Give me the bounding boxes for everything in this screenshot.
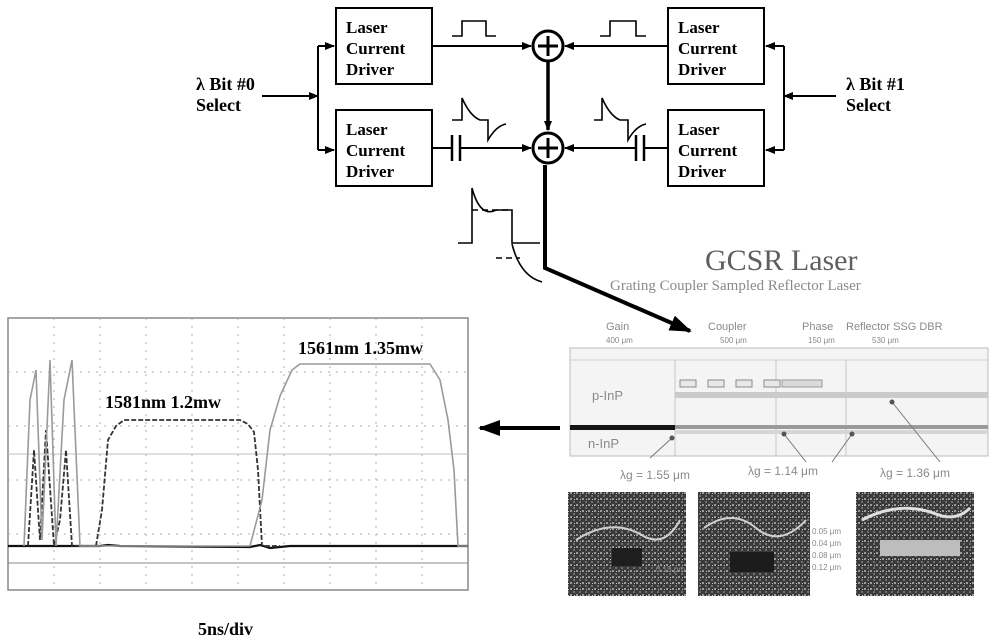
svg-text:Current: Current bbox=[678, 141, 738, 160]
pulse-waveform-left bbox=[452, 20, 496, 37]
svg-text:400 μm: 400 μm bbox=[606, 336, 633, 345]
micrograph-reflector bbox=[856, 492, 974, 596]
svg-text:Driver: Driver bbox=[346, 60, 395, 79]
svg-text:Driver: Driver bbox=[346, 162, 395, 181]
fork-left bbox=[262, 42, 335, 154]
svg-text:0.12 μm: 0.12 μm bbox=[812, 563, 841, 572]
laser-section-labels: Gain 400 μm Coupler 500 μm Phase 150 μm … bbox=[606, 321, 943, 345]
select-label-right: λ Bit #1 Select bbox=[846, 74, 905, 115]
svg-text:Select: Select bbox=[846, 95, 891, 115]
svg-text:λg = 1.55 μm: λg = 1.55 μm bbox=[620, 468, 690, 482]
micrograph-scale-label: 0.15 μm bbox=[656, 565, 685, 574]
capacitor-right bbox=[634, 135, 646, 161]
svg-text:Laser: Laser bbox=[346, 18, 388, 37]
svg-text:Current: Current bbox=[346, 39, 406, 58]
svg-text:Laser: Laser bbox=[346, 120, 388, 139]
svg-text:λ Bit #1: λ Bit #1 bbox=[846, 74, 905, 94]
micrograph-layer-labels: 0.05 μm 0.04 μm 0.08 μm 0.12 μm bbox=[812, 527, 841, 572]
scope-label-1561nm: 1561nm 1.35mw bbox=[298, 338, 423, 358]
driver-box-top-right: Laser Current Driver bbox=[667, 7, 765, 85]
svg-text:λg = 1.14 μm: λg = 1.14 μm bbox=[748, 464, 818, 478]
svg-text:Driver: Driver bbox=[678, 162, 727, 181]
connections-top bbox=[432, 42, 668, 131]
micrograph-gain bbox=[568, 492, 686, 596]
svg-text:500 μm: 500 μm bbox=[720, 336, 747, 345]
laser-subtitle: Grating Coupler Sampled Reflector Laser bbox=[610, 278, 861, 294]
svg-text:Laser: Laser bbox=[678, 120, 720, 139]
driver-box-top-left: Laser Current Driver bbox=[335, 7, 433, 85]
svg-text:0.04 μm: 0.04 μm bbox=[812, 539, 841, 548]
svg-text:Driver: Driver bbox=[678, 60, 727, 79]
summer-bottom bbox=[531, 131, 565, 165]
svg-text:0.05 μm: 0.05 μm bbox=[812, 527, 841, 536]
svg-text:Laser: Laser bbox=[678, 18, 720, 37]
scope-trace-1561nm bbox=[23, 359, 468, 547]
laser-wavelength-labels: λg = 1.55 μm λg = 1.14 μm λg = 1.36 μm bbox=[620, 464, 950, 482]
svg-text:Gain: Gain bbox=[606, 321, 629, 333]
svg-text:150 μm: 150 μm bbox=[808, 336, 835, 345]
svg-text:0.08 μm: 0.08 μm bbox=[812, 551, 841, 560]
scope-trace-1581nm bbox=[27, 419, 280, 547]
spike-waveform-left bbox=[452, 97, 507, 144]
scope-label-1581nm: 1581nm 1.2mw bbox=[105, 392, 221, 412]
summer-top bbox=[531, 29, 565, 63]
svg-text:Reflector SSG DBR: Reflector SSG DBR bbox=[846, 321, 943, 333]
scope-screen bbox=[7, 317, 469, 591]
svg-text:Coupler: Coupler bbox=[708, 321, 747, 333]
svg-text:λ Bit #0: λ Bit #0 bbox=[196, 74, 255, 94]
capacitor-left bbox=[450, 135, 462, 161]
svg-text:Current: Current bbox=[678, 39, 738, 58]
svg-text:λg = 1.36 μm: λg = 1.36 μm bbox=[880, 466, 950, 480]
svg-text:Phase: Phase bbox=[802, 321, 833, 333]
output-waveform bbox=[458, 187, 543, 283]
svg-text:Current: Current bbox=[346, 141, 406, 160]
svg-text:530 μm: 530 μm bbox=[872, 336, 899, 345]
fork-right bbox=[765, 42, 836, 154]
pulse-waveform-right bbox=[600, 20, 646, 37]
svg-text:Select: Select bbox=[196, 95, 241, 115]
laser-cross-section: p-InP n-InP bbox=[569, 347, 989, 463]
spike-waveform-right bbox=[594, 97, 647, 144]
driver-box-bottom-right: Laser Current Driver bbox=[667, 109, 765, 187]
scope-timebase: 5ns/div bbox=[198, 619, 253, 639]
select-label-left: λ Bit #0 Select bbox=[196, 74, 255, 115]
micrograph-coupler bbox=[698, 492, 810, 596]
laser-title: GCSR Laser bbox=[705, 244, 858, 277]
svg-text:n-InP: n-InP bbox=[588, 436, 619, 451]
output-arrow bbox=[543, 165, 692, 333]
svg-text:p-InP: p-InP bbox=[592, 388, 623, 403]
driver-box-bottom-left: Laser Current Driver bbox=[335, 109, 433, 187]
